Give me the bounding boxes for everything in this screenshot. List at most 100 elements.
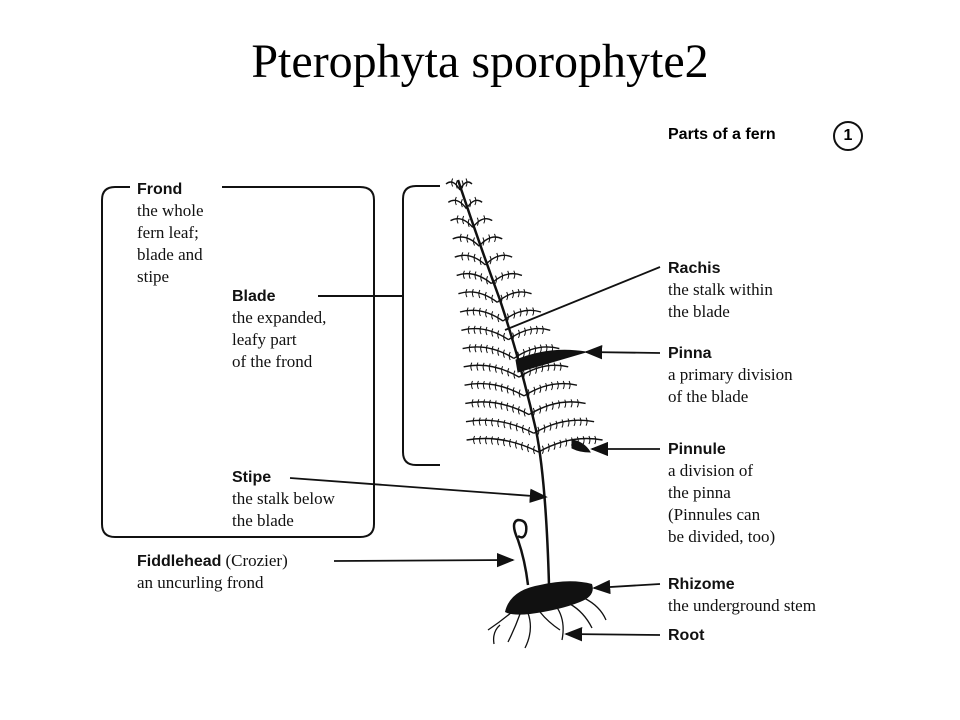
label-pinnule-desc-2: the pinna: [668, 483, 731, 502]
fern-pinnule: [579, 417, 582, 426]
fiddlehead-leader: [333, 552, 515, 568]
root-leader: [564, 626, 661, 642]
pinna-leader: [584, 345, 661, 360]
fern-pinnule: [512, 404, 515, 413]
fern-pinnule: [521, 424, 524, 434]
fern-pinnule: [456, 215, 459, 224]
fern-pinnule: [553, 362, 556, 371]
fern-pinnule: [476, 217, 479, 226]
fern-pinna: [452, 236, 480, 247]
fern-pinna: [518, 364, 569, 378]
fern-pinnule: [462, 215, 465, 225]
fern-pinnule: [507, 368, 510, 377]
fern-pinnule: [473, 237, 475, 246]
fern-pinnule: [488, 399, 491, 409]
fern-pinna: [472, 218, 493, 228]
fern-pinnule: [467, 252, 470, 261]
fern-pinna: [533, 419, 595, 434]
fern-pinnule: [491, 436, 494, 445]
fern-pinnule: [562, 380, 565, 390]
fern-pinna: [454, 254, 486, 266]
fern-pinnule: [553, 441, 556, 450]
fern-pinnule: [513, 370, 516, 379]
fern-pinna: [447, 199, 467, 210]
fern-pinnule: [494, 233, 496, 243]
fern-pinnule: [472, 307, 475, 316]
label-pinnule-term: Pinnule: [668, 441, 726, 458]
fern-pinnule: [517, 288, 520, 298]
fern-pinnule: [501, 366, 504, 375]
rachis-leader: [504, 266, 661, 331]
fern-pinnule: [576, 399, 579, 408]
rhizome-leader: [592, 579, 661, 595]
fern-pinnule: [483, 399, 486, 408]
fern-pinnule: [523, 408, 526, 417]
fern-pinnule: [478, 289, 481, 299]
label-rachis-desc-2: the blade: [668, 302, 730, 321]
fern-pinnule: [551, 401, 554, 410]
fern-pinnule: [482, 237, 485, 246]
label-pinnule-desc-1: a division of: [668, 461, 753, 480]
fern-pinnule: [541, 325, 544, 335]
label-stipe-term: Stipe: [232, 469, 272, 486]
label-blade-term: Blade: [232, 288, 276, 305]
fern-pinnule: [519, 308, 522, 317]
fern-pinnule: [545, 382, 548, 392]
fern-pinna: [465, 419, 535, 434]
fern-pinnule: [483, 215, 486, 224]
label-pinnule-desc-3: (Pinnules can: [668, 505, 761, 524]
fern-pinnule: [537, 426, 540, 436]
fern-pinnule: [543, 424, 546, 433]
fern-pinnule: [485, 309, 488, 318]
fern-pinnule: [582, 436, 585, 445]
fern-pinna: [461, 327, 509, 341]
fern-pinnule: [503, 332, 506, 342]
fern-pinnule: [465, 288, 468, 298]
fern-pinna: [502, 309, 542, 322]
fern-pinnule: [539, 384, 542, 394]
fern-pinna: [528, 401, 586, 416]
fern-pinnule: [509, 421, 512, 430]
fern-pinna: [508, 327, 551, 341]
label-rachis: Rachis the stalk within the blade: [668, 259, 773, 323]
fern-pinnule: [473, 325, 476, 335]
fern-pinnule: [529, 326, 532, 335]
fern-pinnule: [513, 310, 516, 319]
fern-pinnule: [502, 349, 505, 358]
fern-pinnule: [471, 399, 474, 408]
label-pinnule: Pinnule a division of the pinna (Pinnule…: [668, 440, 775, 548]
fern-pinnule: [474, 343, 477, 353]
fern-pinnule: [484, 291, 487, 301]
fern-pinnule: [494, 382, 497, 391]
fern-pinnule: [501, 272, 504, 281]
fern-pinnule: [523, 288, 526, 298]
fern-pinnule: [496, 252, 499, 262]
fern-pinnule: [474, 271, 477, 280]
fern-pinna: [538, 437, 603, 453]
label-frond-term: Frond: [137, 181, 183, 198]
label-fiddlehead-term: Fiddlehead: [137, 553, 222, 570]
fern-pinnule: [488, 381, 491, 390]
fern-pinnule: [484, 417, 487, 427]
fern-pinnule: [506, 313, 509, 322]
fern-pinnule: [500, 401, 503, 410]
fern-pinnule: [512, 387, 515, 396]
fern-pinnule: [535, 325, 538, 335]
fern-pinnule: [551, 381, 553, 391]
fern-pinnule: [522, 348, 525, 358]
fern-pinna: [458, 291, 498, 303]
label-root: Root: [668, 626, 704, 646]
fern-pinnule: [525, 307, 528, 316]
fern-pinnule: [482, 362, 485, 372]
fern-pinnule: [480, 344, 483, 353]
label-fiddlehead-paren: (Crozier): [225, 551, 288, 570]
fern-pinnule: [502, 252, 505, 261]
label-rhizome-desc-1: the underground stem: [668, 596, 816, 615]
fiddlehead-drawing: [512, 518, 530, 586]
rhizome-drawing: [505, 581, 593, 615]
fern-pinnule: [467, 325, 470, 335]
fern-pinnule: [485, 435, 488, 445]
fern-pinnule: [506, 385, 509, 394]
fern-pinnule: [497, 436, 500, 446]
fern-pinnule: [451, 178, 454, 187]
